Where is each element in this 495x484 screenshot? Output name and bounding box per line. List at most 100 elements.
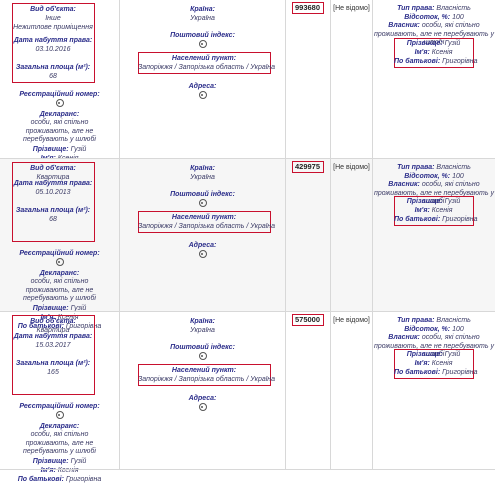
patronymic-value: Григорівна (65, 322, 102, 330)
share-value: 100 (452, 14, 464, 21)
locality-label: Населений пункт: (171, 367, 237, 374)
object-type-label: Вид об'єкта: (30, 6, 76, 13)
patronymic-label: По батькові: (17, 322, 64, 330)
unknown-cell: [Не відомо] (331, 159, 373, 311)
info-icon[interactable] (198, 403, 207, 412)
address-label: Адреса: (188, 83, 217, 90)
owner-name-value: Ксенія (431, 207, 453, 214)
unknown-value: [Не відомо] (333, 317, 370, 324)
postal-label: Поштовий індекс: (170, 191, 235, 198)
info-icon[interactable] (55, 411, 64, 420)
owner-patronymic-label: По батькові: (394, 369, 441, 376)
row-divider (0, 158, 495, 159)
owner-surname-value: Гузій (444, 40, 461, 47)
reg-number-label: Реєстраційний номер: (19, 250, 100, 257)
object-type-extra: Нежитлове приміщення (13, 24, 93, 31)
owner-note: особи, які спільно проживають, але не пе… (374, 181, 494, 205)
object-cell: Вид об'єкта: Інше Нежитлове приміщення Д… (0, 0, 120, 171)
acquired-label: Дата набуття права: (13, 333, 93, 340)
surname-value: Гузій (70, 304, 87, 312)
info-icon[interactable] (198, 352, 207, 361)
right-type-label: Тип права: (397, 317, 435, 324)
declarants-note: особи, які спільно проживають, але не пе… (23, 278, 96, 302)
info-icon[interactable] (198, 40, 207, 49)
owner-name-label: Ім'я: (414, 360, 430, 367)
highlight-box (12, 162, 95, 242)
owner-surname-label: Прізвище: (406, 351, 443, 358)
highlight-box (138, 364, 271, 386)
info-icon[interactable] (198, 199, 207, 208)
property-row: Вид об'єкта: Квартира Дата набуття права… (0, 312, 495, 483)
owner-surname-value: Гузій (444, 351, 461, 358)
unknown-value: [Не відомо] (333, 164, 370, 171)
acquired-label: Дата набуття права: (13, 37, 93, 44)
right-type-value: Власність (436, 164, 471, 171)
owner-patronymic-value: Григорівна (442, 58, 478, 65)
patronymic-label: По батькові: (17, 475, 64, 483)
name-label: Ім'я: (40, 313, 56, 321)
area-value: 68 (49, 216, 57, 223)
unknown-value: [Не відомо] (333, 5, 370, 12)
info-icon[interactable] (55, 99, 64, 108)
postal-label: Поштовий індекс: (170, 32, 235, 39)
highlight-box (292, 2, 324, 14)
share-value: 100 (452, 173, 464, 180)
name-value: Ксенія (57, 466, 79, 474)
highlight-box (292, 161, 324, 173)
surname-label: Прізвище: (32, 145, 69, 153)
object-type-value: Квартира (36, 327, 70, 334)
property-row: Вид об'єкта: Квартира Дата набуття права… (0, 159, 495, 330)
owner-surname-value: Гузій (444, 198, 461, 205)
owner-note: особи, які спільно проживають, але не пе… (374, 22, 494, 46)
highlight-box (12, 3, 95, 83)
surname-value: Гузій (70, 145, 87, 153)
country-value: Україна (190, 15, 215, 22)
owner-label: Власник: (388, 334, 420, 341)
area-label: Загальна площа (м²): (15, 360, 91, 367)
object-type-label: Вид об'єкта: (30, 165, 76, 172)
owner-patronymic-label: По батькові: (394, 216, 441, 223)
highlight-box (292, 314, 324, 326)
acquired-value: 15.03.2017 (35, 342, 71, 349)
locality-label: Населений пункт: (171, 214, 237, 221)
acquired-label: Дата набуття права: (13, 180, 93, 187)
share-label: Відсоток, %: (404, 14, 451, 21)
owner-label: Власник: (388, 181, 420, 188)
cost-cell: 575000 (286, 312, 331, 469)
rights-cell: Тип права: Власність Відсоток, %: 100 Вл… (373, 0, 495, 158)
row-divider (0, 311, 495, 312)
postal-label: Поштовий індекс: (170, 344, 235, 351)
owner-surname-label: Прізвище: (406, 40, 443, 47)
address-label: Адреса: (188, 242, 217, 249)
country-label: Країна: (190, 165, 215, 172)
highlight-box (138, 211, 271, 233)
rights-cell: Тип права: Власність Відсоток, %: 100 Вл… (373, 312, 495, 469)
object-cell: Вид об'єкта: Квартира Дата набуття права… (0, 159, 120, 330)
country-value: Україна (190, 174, 215, 181)
location-cell: Країна: Україна Поштовий індекс: Населен… (120, 312, 286, 469)
area-label: Загальна площа (м²): (15, 207, 91, 214)
owner-name-value: Ксенія (431, 49, 453, 56)
owner-name-value: Ксенія (431, 360, 453, 367)
info-icon[interactable] (55, 258, 64, 267)
cost-cell: 993680 (286, 0, 331, 158)
location-cell: Країна: Україна Поштовий індекс: Населен… (120, 0, 286, 158)
owner-patronymic-label: По батькові: (394, 58, 441, 65)
owner-surname-label: Прізвище: (406, 198, 443, 205)
owner-name-label: Ім'я: (414, 49, 430, 56)
right-type-label: Тип права: (397, 5, 435, 12)
unknown-cell: [Не відомо] (331, 0, 373, 158)
info-icon[interactable] (198, 250, 207, 259)
info-icon[interactable] (198, 91, 207, 100)
name-value: Ксенія (57, 313, 79, 321)
acquired-value: 05.10.2013 (35, 189, 71, 196)
locality-value: Запоріжжя / Запорізька область / Україна (138, 223, 276, 230)
highlight-box (138, 52, 271, 74)
area-value: 68 (49, 73, 57, 80)
rights-cell: Тип права: Власність Відсоток, %: 100 Вл… (373, 159, 495, 311)
locality-value: Запоріжжя / Запорізька область / Україна (138, 376, 276, 383)
right-type-value: Власність (436, 5, 471, 12)
area-label: Загальна площа (м²): (15, 64, 91, 71)
object-cell: Вид об'єкта: Квартира Дата набуття права… (0, 312, 120, 483)
reg-number-label: Реєстраційний номер: (19, 403, 100, 410)
